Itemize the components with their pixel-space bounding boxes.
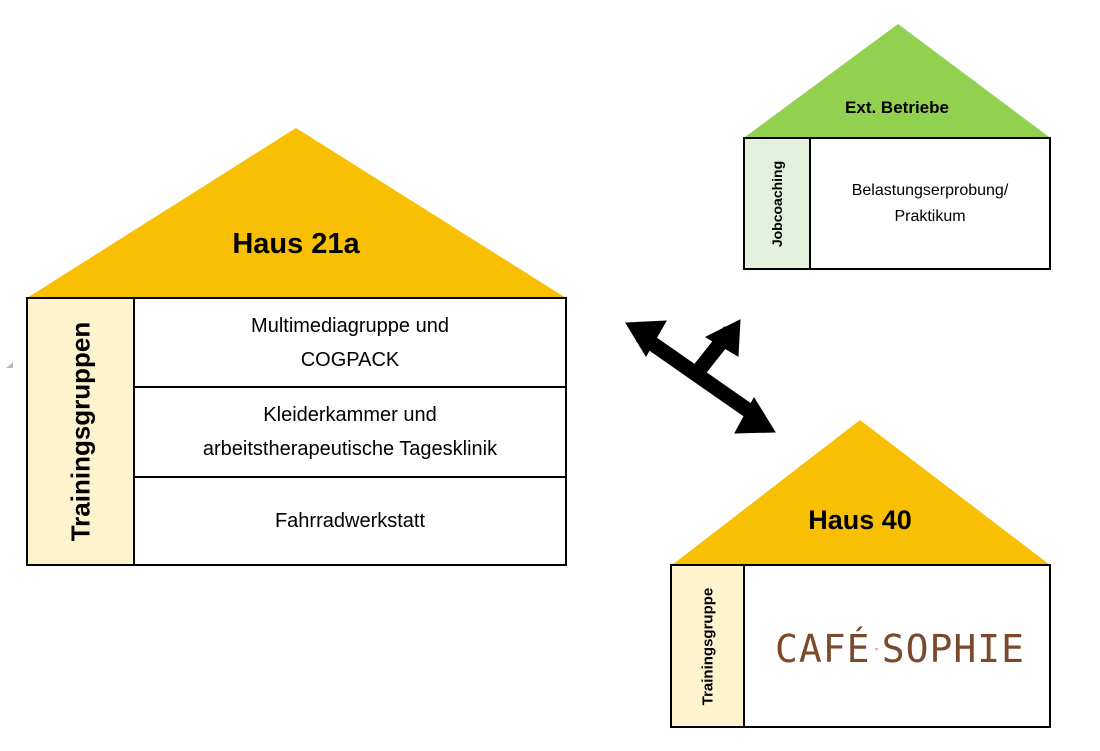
edge-marker-icon (6, 362, 13, 368)
three-way-arrow-icon (625, 319, 776, 434)
house40-side-panel: Trainingsgruppe (670, 564, 746, 728)
house21a-side-panel: Trainingsgruppen (26, 297, 136, 566)
external-side-label: Jobcoaching (769, 160, 786, 247)
house21a-roof (27, 128, 566, 298)
house40-title: Haus 40 (808, 505, 912, 535)
external-side-panel: Jobcoaching (743, 137, 812, 270)
cafe-logo-text-left: CAFÉ (775, 627, 871, 671)
house21a-title: Haus 21a (232, 228, 360, 260)
house21a-table: Multimediagruppe und COGPACK Kleiderkamm… (133, 297, 567, 566)
house21a-row: Multimediagruppe und COGPACK (135, 299, 565, 388)
house40-side-label: Trainingsgruppe (699, 587, 717, 705)
house40-content: CAFÉ SOPHIE (743, 564, 1051, 728)
external-content: Belastungserprobung/ Praktikum (809, 137, 1051, 270)
cafe-sophie-logo: CAFÉ SOPHIE (775, 624, 1025, 674)
house21a-row: Kleiderkammer und arbeitstherapeutische … (135, 388, 565, 478)
house21a-side-label: Trainingsgruppen (65, 321, 96, 542)
external-roof (745, 24, 1049, 137)
external-title: Ext. Betriebe (845, 98, 949, 117)
house21a-row: Fahrradwerkstatt (274, 509, 426, 532)
cafe-logo-text-right: SOPHIE (881, 627, 1025, 671)
house40-roof (672, 420, 1050, 565)
coffee-cup-heart-icon (874, 648, 878, 651)
